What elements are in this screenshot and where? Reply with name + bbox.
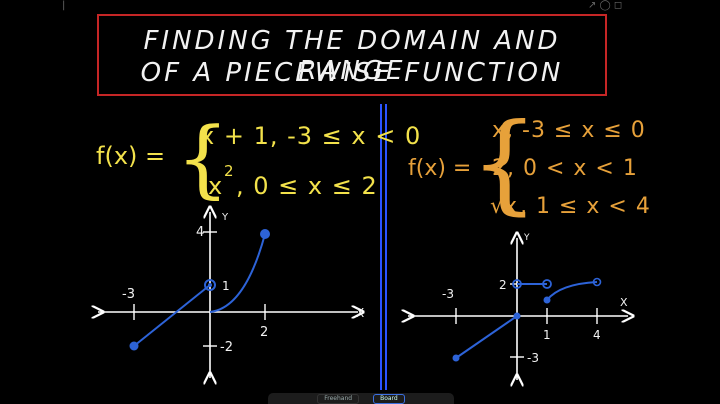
right-x-tick-label-one: 1: [543, 328, 551, 342]
right-open-point-1-2: [542, 279, 552, 289]
freehand-button[interactable]: Freehand: [317, 393, 360, 404]
right-closed-point-origin: [513, 312, 521, 320]
right-x-axis-label: X: [620, 296, 628, 309]
right-open-point-0-2: [512, 279, 522, 289]
title-box: FINDING THE DOMAIN AND RANGE OF A PIECEW…: [97, 14, 607, 96]
left-line-segment: [133, 284, 211, 347]
right-fx-label: f(x) =: [408, 156, 472, 181]
column-divider: [380, 104, 387, 390]
left-fx-label: f(x) =: [96, 142, 166, 170]
left-parabola: [209, 233, 266, 313]
right-closed-point-1-1: [543, 296, 551, 304]
right-case-3-condition: , 1 ≤ x < 4: [520, 194, 651, 219]
right-case-1: x, -3 ≤ x ≤ 0: [492, 118, 646, 143]
left-closed-point-2-4: [260, 229, 270, 239]
top-left-ui-marker: |: [62, 0, 66, 11]
right-sqrt-curve: [546, 281, 598, 301]
left-y-axis-label: Y: [221, 212, 229, 223]
left-graph: [98, 212, 358, 378]
right-case-3-root: √x: [490, 194, 518, 219]
left-y-tick-label-bottom: -2: [220, 340, 233, 355]
left-case-2-exponent: 2: [224, 162, 234, 180]
right-y-axis-label: Y: [523, 233, 530, 243]
left-case-1: x + 1, -3 ≤ x < 0: [200, 122, 422, 150]
right-line-segment: [455, 315, 518, 359]
right-closed-point-neg3: [452, 354, 460, 362]
left-brace: {: [176, 109, 230, 207]
bottom-toolbar: Freehand Board: [268, 393, 454, 404]
right-x-tick-label-left: -3: [442, 287, 454, 301]
left-case-2-condition: , 0 ≤ x ≤ 2: [236, 172, 378, 200]
right-y-tick-label-top: 2: [499, 278, 507, 292]
left-case-2-base: x: [208, 172, 223, 200]
right-brace: {: [470, 101, 539, 226]
right-x-tick-label-four: 4: [593, 328, 601, 342]
left-x-tick-label-right: 2: [260, 325, 268, 340]
left-x-axis-label: X: [356, 306, 364, 320]
left-y-tick-label-one: 1: [222, 279, 230, 293]
right-open-point-4-2: [592, 277, 602, 287]
title-line-2: OF A PIECEWISE FUNCTION: [140, 58, 564, 88]
top-right-toolbar[interactable]: ↗ ◯ ◻: [588, 0, 623, 11]
left-closed-point-neg3: [129, 341, 139, 351]
right-y-tick-label-bottom: -3: [527, 351, 539, 365]
left-open-point-0-1: [204, 279, 216, 291]
right-case-2: 2, 0 < x < 1: [492, 156, 638, 181]
left-inner-point: [208, 283, 212, 287]
left-y-tick-label-top: 4: [196, 225, 204, 240]
right-graph: [408, 238, 628, 380]
title-line-1: FINDING THE DOMAIN AND RANGE: [143, 26, 561, 86]
board-button[interactable]: Board: [373, 393, 405, 404]
left-x-tick-label-left: -3: [122, 287, 135, 302]
